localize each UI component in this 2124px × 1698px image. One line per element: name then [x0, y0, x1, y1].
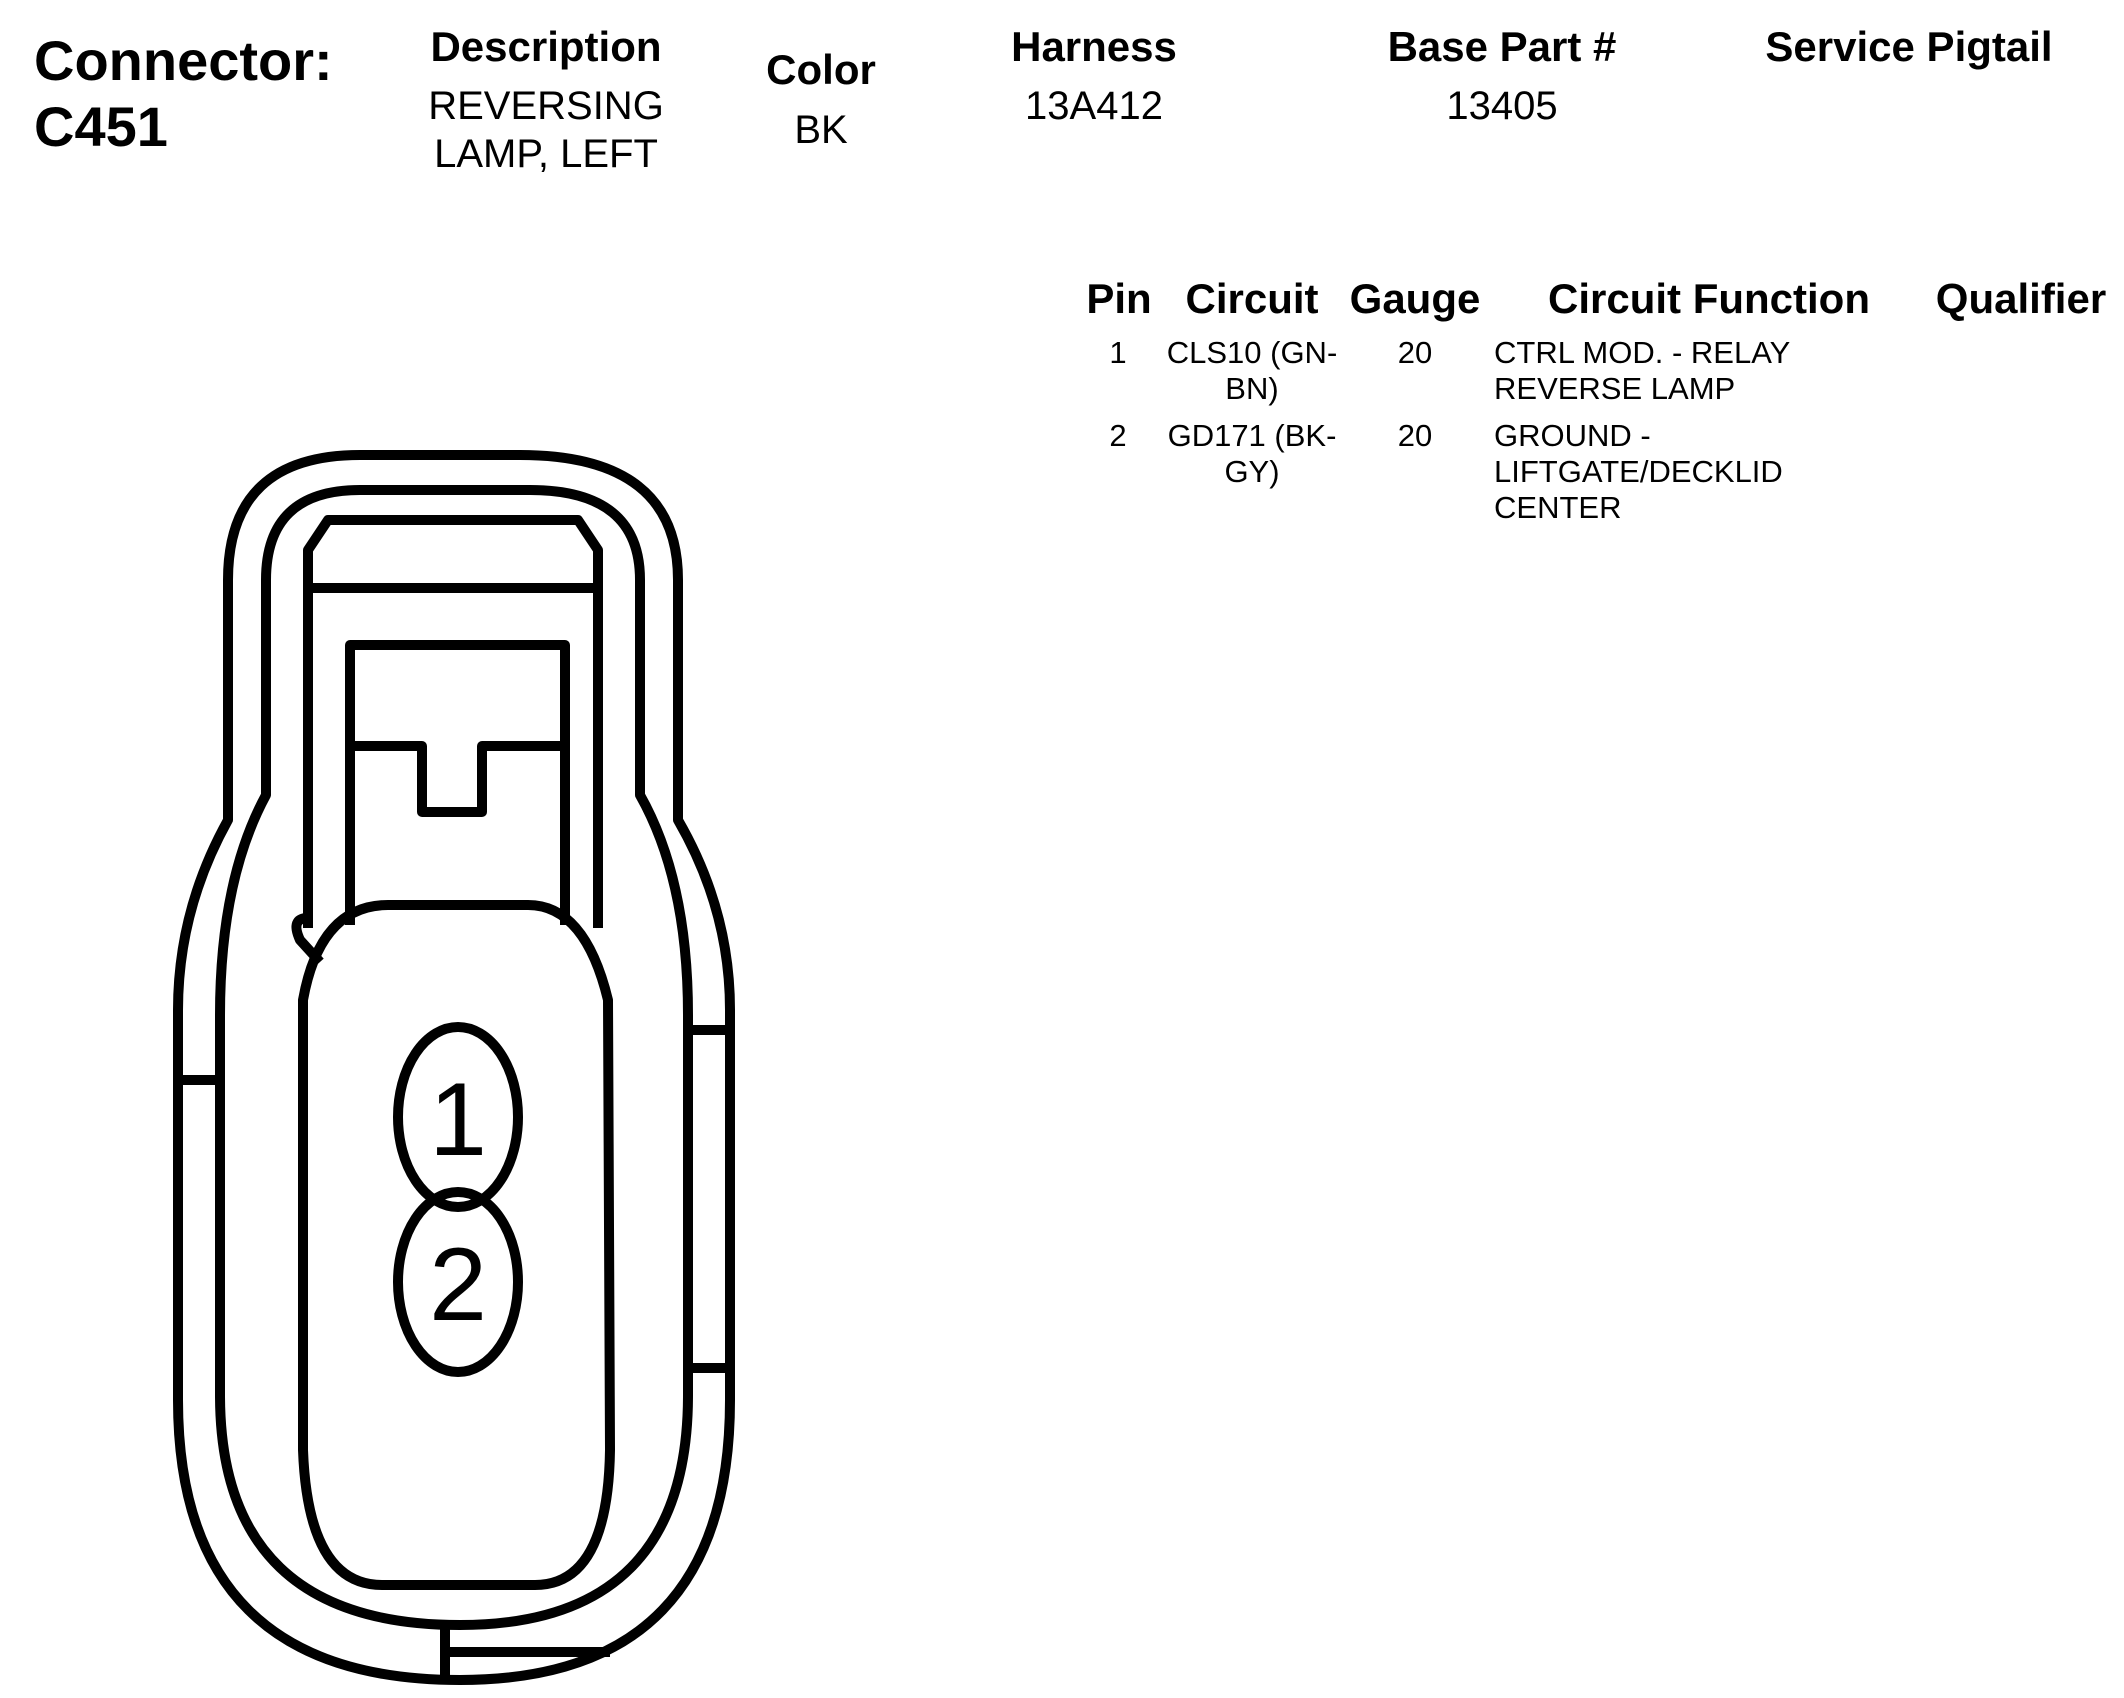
latch-hook — [291, 913, 324, 966]
circuit-function-column-header: Circuit Function — [1548, 275, 1870, 322]
color-value: BK — [794, 108, 848, 152]
harness-value: 13A412 — [1025, 84, 1163, 128]
table-row-1-gauge: 20 — [1397, 335, 1433, 370]
connector-title: Connector: C451 — [34, 28, 333, 160]
table-row-2-gauge: 20 — [1397, 418, 1433, 453]
table-row-1-circuit-line2: BN) — [1225, 371, 1279, 406]
pin-2-terminal — [393, 1187, 523, 1377]
table-row-1-pin: 1 — [1109, 335, 1127, 370]
connector-id: C451 — [34, 95, 168, 158]
gauge-column-header: Gauge — [1349, 275, 1481, 322]
color-label: Color — [766, 46, 876, 93]
table-row-2-circuit-line1: GD171 (BK- — [1167, 418, 1337, 453]
description-label: Description — [430, 23, 662, 70]
table-row-1-function-line2: REVERSE LAMP — [1494, 371, 1736, 406]
table-row-2-function-line1: GROUND - — [1494, 418, 1651, 453]
pin-cavity-body — [298, 900, 615, 1590]
circuit-column-header: Circuit — [1185, 275, 1319, 322]
qualifier-column-header: Qualifier — [1935, 275, 2107, 322]
base-part-value: 13405 — [1446, 84, 1558, 128]
pin-column-header: Pin — [1086, 275, 1152, 322]
latch-tab — [350, 741, 565, 817]
latch-housing — [303, 515, 603, 928]
connector-title-label: Connector: — [34, 29, 333, 92]
description-value-line2: LAMP, LEFT — [434, 132, 658, 176]
connector-face-diagram: 1 2 — [173, 450, 735, 1685]
harness-label: Harness — [1011, 23, 1177, 70]
pin-2-label: 2 — [429, 1227, 487, 1343]
outer-housing-outline — [173, 450, 735, 1685]
table-row-1-circuit-line1: CLS10 (GN- — [1166, 335, 1338, 370]
latch-lever — [345, 640, 570, 925]
service-pigtail-label: Service Pigtail — [1765, 23, 2053, 70]
table-row-2-function-line3: CENTER — [1494, 490, 1622, 525]
table-row-2-pin: 2 — [1109, 418, 1127, 453]
description-value-line1: REVERSING — [428, 84, 664, 128]
table-row-1-function-line1: CTRL MOD. - RELAY — [1494, 335, 1791, 370]
table-row-2-function-line2: LIFTGATE/DECKLID — [1494, 454, 1783, 489]
pin-1-label: 1 — [429, 1062, 487, 1178]
pin-1-terminal — [393, 1022, 523, 1212]
base-part-label: Base Part # — [1387, 23, 1617, 70]
table-row-2-circuit-line2: GY) — [1224, 454, 1280, 489]
inner-housing-outline — [215, 485, 693, 1630]
